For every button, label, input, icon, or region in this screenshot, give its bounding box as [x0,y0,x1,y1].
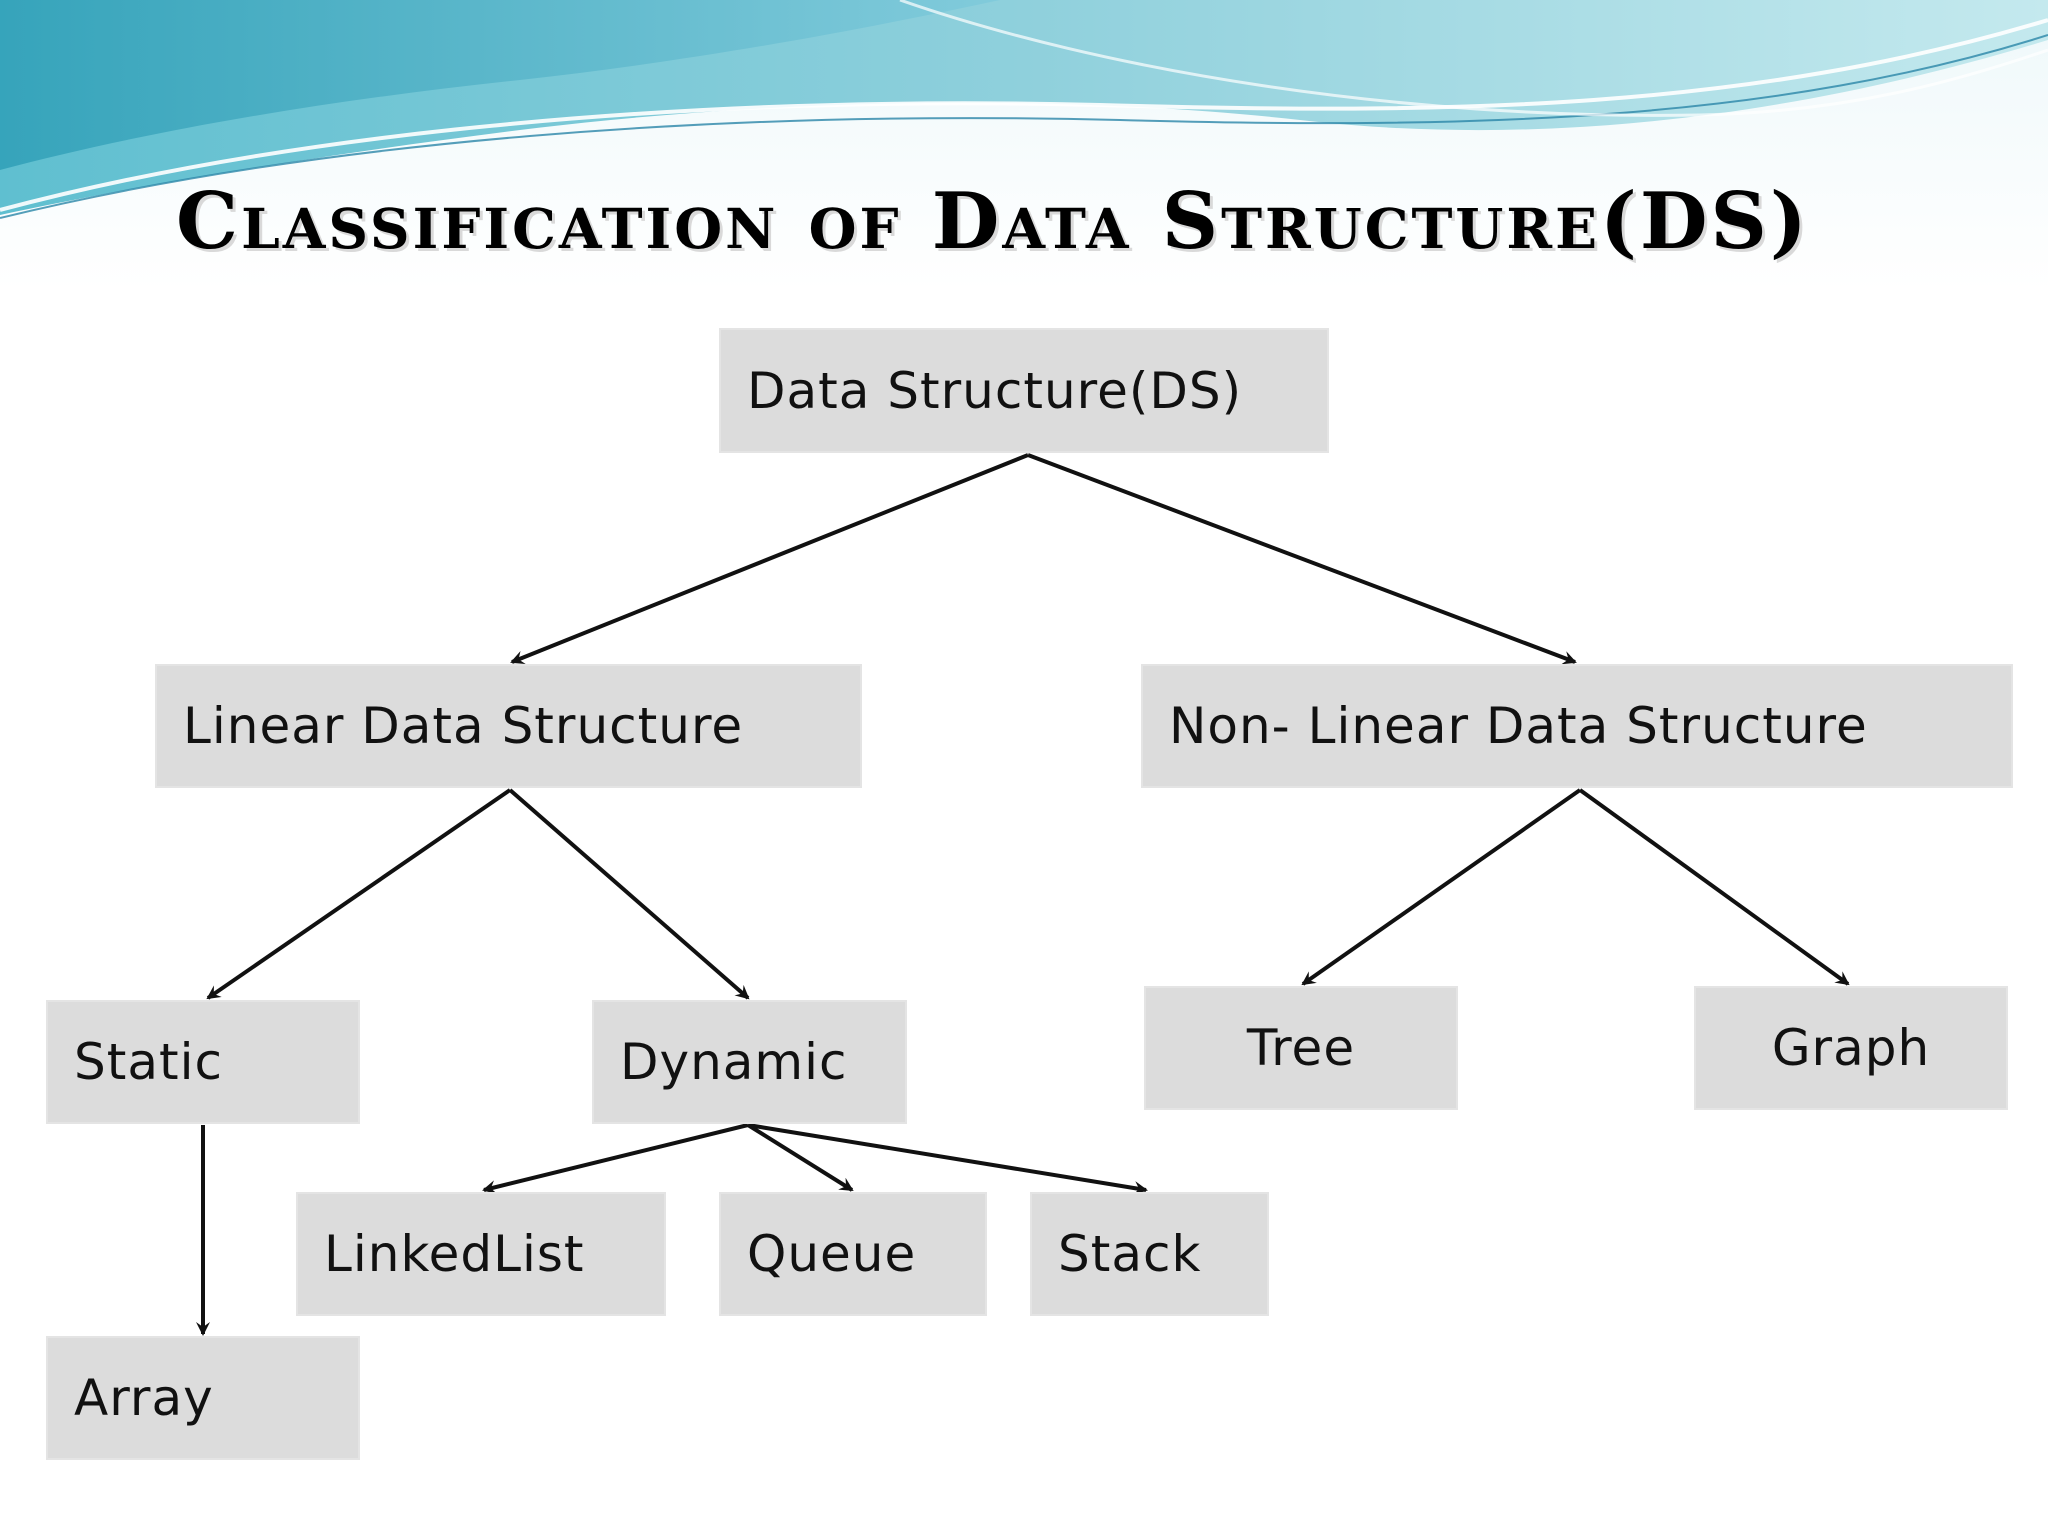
node-linear-data-structure: Linear Data Structure [155,664,862,788]
wave-line-3 [899,0,2048,117]
node-label: Array [74,1369,214,1427]
node-label: Non- Linear Data Structure [1169,697,1868,755]
node-data-structure: Data Structure(DS) [719,328,1329,453]
node-array: Array [46,1336,360,1460]
node-label: Data Structure(DS) [747,361,1243,420]
node-static: Static [46,1000,360,1124]
wave-line-2 [0,34,2048,219]
node-label: Queue [747,1225,917,1283]
slide-title: Classification of Data Structure(DS) [176,176,1810,267]
wave-banner [0,0,2048,290]
edge-linear-dynamic [508,788,750,1000]
wave-top [0,0,1000,170]
node-label: Linear Data Structure [183,697,744,755]
wave-line-1 [0,18,2048,212]
edge-root-nonlinear [1027,453,1577,665]
node-label: LinkedList [324,1225,585,1283]
node-graph: Graph [1694,986,2008,1110]
node-stack: Stack [1030,1192,1269,1316]
node-label: Graph [1771,1019,1931,1077]
node-dynamic: Dynamic [592,1000,907,1124]
node-label: Dynamic [620,1033,848,1091]
node-linkedlist: LinkedList [296,1192,666,1316]
edge-nonlinear-tree [1301,788,1582,986]
node-label: Stack [1058,1225,1202,1283]
edge-dynamic-queue [746,1123,854,1192]
edge-linear-static [206,788,512,1000]
edge-dynamic-stack [747,1123,1148,1195]
node-label: Tree [1246,1019,1356,1077]
edge-dynamic-linkedlist [482,1123,749,1194]
node-tree: Tree [1144,986,1458,1110]
edge-root-linear [510,453,1029,665]
node-non-linear-data-structure: Non- Linear Data Structure [1141,664,2013,788]
node-label: Static [74,1033,223,1091]
edge-nonlinear-graph [1578,788,1850,986]
node-queue: Queue [719,1192,987,1316]
